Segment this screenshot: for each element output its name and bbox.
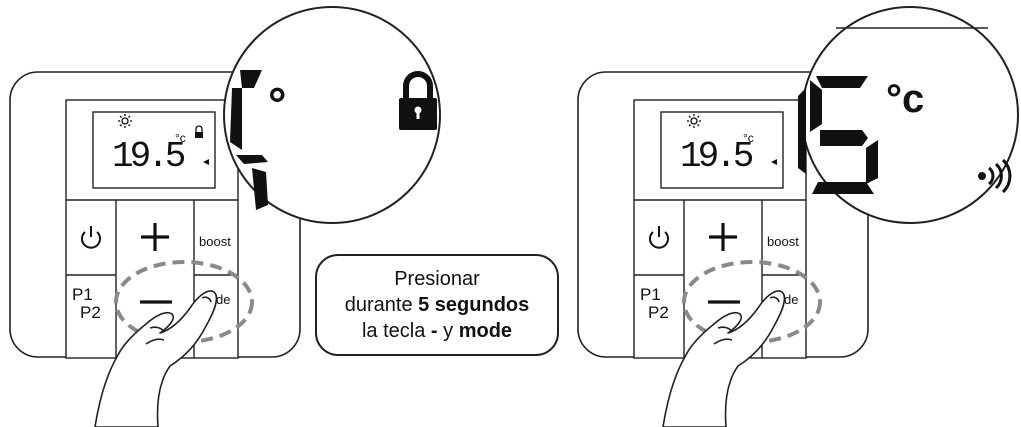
zoom-digit xyxy=(798,76,878,194)
lock-icon-large xyxy=(399,71,437,130)
instruction-callout xyxy=(315,254,559,356)
sun-icon xyxy=(118,114,132,128)
instruction-text: Presionar durante 5 segundos la tecla - … xyxy=(316,255,558,355)
signal-icon-large xyxy=(978,158,1012,194)
p1-label: P1 xyxy=(640,285,661,304)
instruction-line-3-pre: la tecla xyxy=(361,320,431,342)
instruction-line-3: la tecla - y mode xyxy=(362,318,512,344)
power-button[interactable] xyxy=(649,226,669,249)
hand-icon xyxy=(94,290,218,427)
p2-label: P2 xyxy=(80,303,101,322)
p1-p2-button[interactable]: P1 P2 xyxy=(72,285,101,322)
lcd-unit: °c xyxy=(743,131,754,145)
lcd-temperature: 19.5 xyxy=(680,136,753,177)
sun-icon xyxy=(687,114,701,128)
lock-icon xyxy=(195,125,203,138)
zoom-unit-right: °c xyxy=(886,77,924,121)
lcd-unit: °c xyxy=(175,131,186,145)
thermostat-right: 19.5 °c boost P1 P2 mode xyxy=(577,6,1019,427)
p1-label: P1 xyxy=(72,285,93,304)
instruction-line-2-pre: durante xyxy=(344,294,419,316)
p2-label: P2 xyxy=(648,303,669,322)
lcd-temperature: 19.5 xyxy=(112,136,185,177)
hand-icon xyxy=(662,290,786,427)
signal-icon xyxy=(203,159,209,165)
instruction-line-3-mid: y xyxy=(437,320,459,342)
boost-button[interactable]: boost xyxy=(199,234,231,249)
zoom-degree-left: ° xyxy=(268,78,286,130)
instruction-duration: 5 segundos xyxy=(418,294,530,316)
plus-button[interactable] xyxy=(141,223,169,251)
instruction-key-minus: - xyxy=(430,320,438,342)
p1-p2-button[interactable]: P1 P2 xyxy=(640,285,669,322)
thermostat-left: 19.5 °c boost P1 P2 mode xyxy=(9,6,441,427)
instruction-key-mode: mode xyxy=(458,320,513,342)
lcd-zoom-right: °c xyxy=(798,6,1019,224)
plus-button[interactable] xyxy=(709,223,737,251)
boost-button[interactable]: boost xyxy=(767,234,799,249)
instruction-line-2: durante 5 segundos xyxy=(345,292,530,318)
lcd-zoom-left: ° xyxy=(223,6,441,224)
instruction-line-1: Presionar xyxy=(394,268,480,290)
signal-icon xyxy=(771,159,777,165)
power-button[interactable] xyxy=(81,226,101,249)
